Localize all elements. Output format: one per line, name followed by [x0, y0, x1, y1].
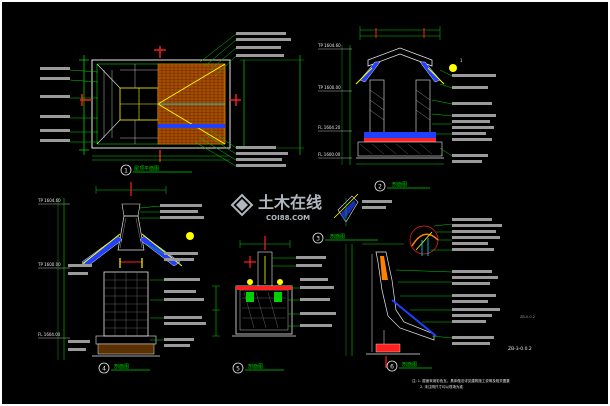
view-2-section: TP 1604.60 TP 1600.00 FL 1604.20 FL 1600… — [317, 26, 496, 192]
elev-tr-c: TP 1604.60 — [37, 198, 61, 203]
elev-fl-c: FL 1604.00 — [38, 332, 61, 337]
elev-tr-b: TP 1600.00 — [317, 85, 341, 90]
view-4-number: 4 — [102, 366, 106, 373]
elev-tr-a: TP 1604.60 — [317, 43, 341, 48]
view-3-detail: 3 剖面图 — [312, 193, 392, 244]
elev-tr-d: TP 1600.00 — [37, 262, 61, 267]
roof-tile-hatch — [158, 64, 225, 144]
svg-text:1: 1 — [460, 58, 463, 63]
view-6-number: 6 — [390, 364, 394, 371]
side-label: ZB-0.0.2 — [520, 315, 535, 319]
view-5-number: 5 — [236, 366, 240, 373]
watermark: 土木在线 COI88.COM — [230, 193, 322, 222]
watermark-cn: 土木在线 — [258, 193, 322, 212]
view-3-number: 3 — [316, 236, 320, 243]
view-6-caption: 剖面图 — [402, 361, 417, 368]
view-4-section: TP 1604.60 TP 1600.00 FL 1604.00 — [37, 182, 206, 374]
view-2-number: 2 — [378, 184, 382, 191]
sheet-notes: ZB-0.0.2 ZB-3-0.0.2 注: 1. 屋面采用彩色瓦，具体做法详见… — [412, 315, 535, 389]
view-5-section: 5 剖面图 — [212, 236, 336, 374]
sheet-code: ZB-3-0.0.2 — [508, 346, 532, 352]
view-1-number: 1 — [124, 168, 128, 175]
elev-fl-b: FL 1600.00 — [318, 152, 341, 157]
view-3-caption: 剖面图 — [330, 233, 345, 240]
view-4-caption: 剖面图 — [114, 363, 129, 370]
footer-note: 注: 1. 屋面采用彩色瓦，具体做法详见建筑施工说明及相关图集 — [412, 378, 510, 383]
view-5-caption: 剖面图 — [248, 363, 263, 370]
view-2-caption: 剖面图 — [392, 181, 407, 188]
footer-note-2: 2. 未注明尺寸均以现场为准 — [420, 384, 463, 389]
view-1-roof-plan: 1 屋顶平面图 — [40, 32, 304, 176]
view-6-section: 6 剖面图 — [345, 218, 502, 372]
elev-fl-a: FL 1604.20 — [318, 125, 341, 130]
view-1-caption: 屋顶平面图 — [134, 166, 159, 172]
watermark-en: COI88.COM — [266, 214, 310, 222]
